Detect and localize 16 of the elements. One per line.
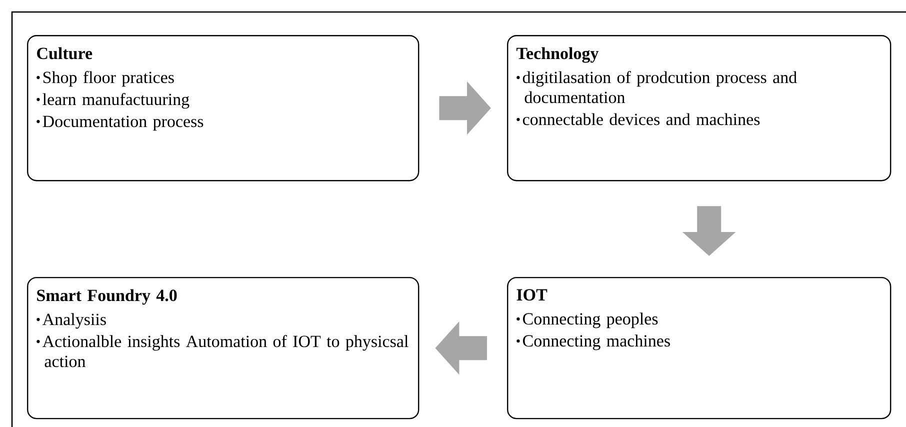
heading: IOT bbox=[516, 289, 548, 301]
bullet-item: Shop floor pratices bbox=[43, 71, 174, 87]
heading: Technology bbox=[516, 47, 599, 63]
bullet-item: learn manufactuuring bbox=[42, 93, 190, 109]
heading: Smart Foundry 4.0 bbox=[37, 289, 177, 305]
bullet-item: Documentation process bbox=[42, 116, 204, 131]
bullet-item: Connecting machines bbox=[523, 334, 670, 350]
process-box bbox=[507, 35, 892, 182]
process-box bbox=[27, 35, 420, 182]
heading: Culture bbox=[37, 47, 92, 60]
process-box bbox=[27, 276, 420, 420]
bullet-item: Connecting peoples bbox=[523, 312, 658, 328]
process-box bbox=[507, 276, 892, 420]
bullet-item: Actionalble insights Automation of IOT to physicsal action bbox=[42, 335, 408, 368]
bullet-item: Analysiis bbox=[42, 313, 106, 329]
bullet-item: connectable devices and machines bbox=[522, 113, 760, 126]
